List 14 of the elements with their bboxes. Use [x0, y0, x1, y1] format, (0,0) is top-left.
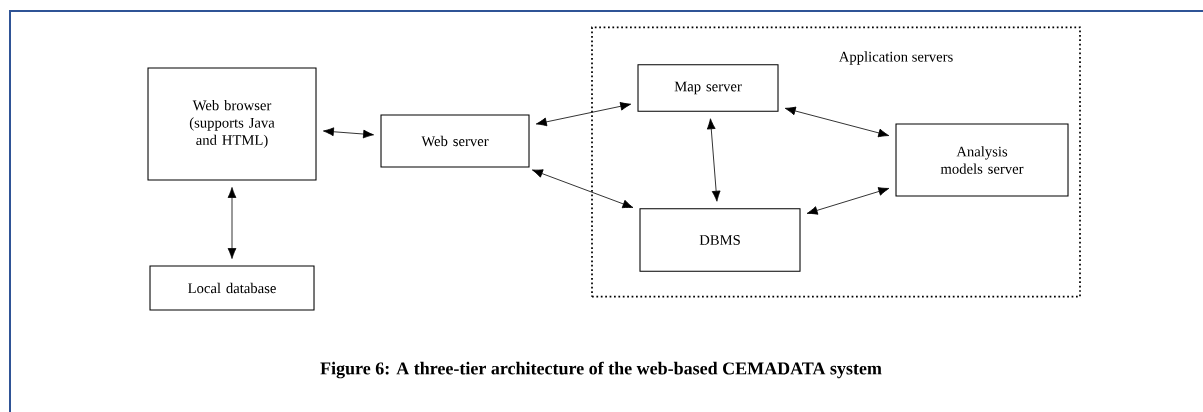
component-box: Web browser (supports Java and HTML): [147, 67, 317, 181]
server-box: Map server: [637, 64, 779, 112]
server-box: DBMS: [639, 208, 801, 272]
arrow: [706, 118, 721, 202]
arrow: [784, 106, 890, 138]
arrow: [806, 187, 890, 215]
component-box: Web server: [380, 114, 530, 168]
arrow: [535, 101, 632, 127]
server-box: Analysis models server: [895, 123, 1069, 197]
figure-caption: Figure 6: A three-tier architecture of the web-based CEMADATA system: [320, 361, 882, 379]
arrow: [532, 169, 634, 209]
component-box: Local database: [149, 265, 315, 311]
arrow: [323, 127, 374, 139]
arrow: [227, 187, 237, 259]
